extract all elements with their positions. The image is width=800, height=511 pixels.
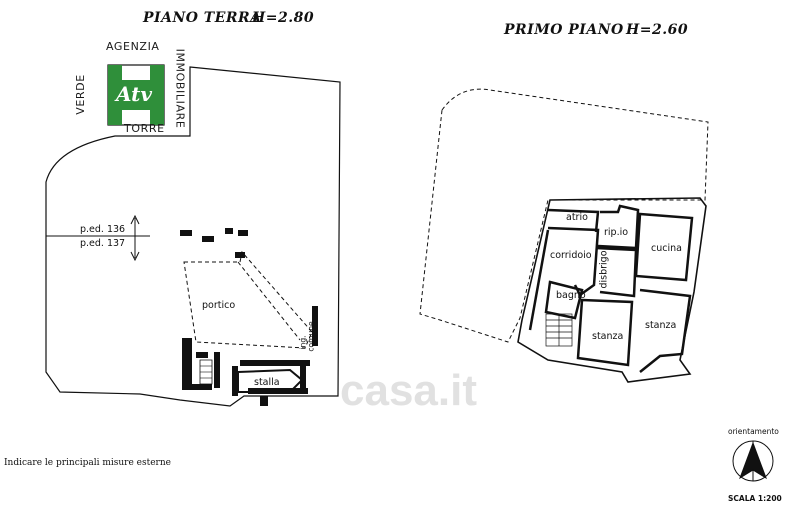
logo-left-text: VERDE [73,74,87,115]
arrow-head-up [130,214,140,225]
portico-dashed-area [183,250,313,349]
first-floor-building [517,197,707,383]
first-floor-stair [545,313,573,347]
ground-floor-boundary [45,66,341,407]
room-stalla: stalla [254,377,280,388]
logo-bottom-text: TORRE [124,122,165,135]
room-ripostiglio: rip.io [604,227,629,238]
ground-stair [199,359,213,385]
first-floor-boundary [419,88,709,343]
logo-green-mark [108,65,164,125]
ped-137-label: p.ed. 137 [80,238,126,249]
stalla-room [237,368,304,393]
orientation-label: orientamento [728,427,779,436]
north-compass [732,440,774,482]
logo-mark-text: Atv [116,82,153,106]
room-atrio: atrio [566,212,588,223]
room-bagno: bagno [556,290,586,301]
ground-floor-height: H=2.80 [252,10,315,26]
logo-top-text: AGENZIA [106,40,160,53]
room-ing-comune-2: comune [306,321,316,352]
first-floor-walls [528,204,694,373]
ped-136-label: p.ed. 136 [80,224,126,235]
first-floor-height: H=2.60 [626,22,689,38]
room-portico: portico [202,300,236,311]
ground-floor-walls [180,228,318,406]
logo-right-text: IMMOBILIARE [173,48,187,129]
scale-label: SCALA 1:200 [728,494,782,503]
room-disbrigo: disbrigo [598,250,610,289]
room-stanza-1: stanza [592,331,624,342]
room-corridoio: corridoio [550,250,592,261]
room-stanza-2: stanza [645,320,677,331]
watermark: casa.it [340,366,477,415]
agency-logo [107,64,165,126]
note-text: Indicare le principali misure esterne [4,458,171,468]
portico-dashed-diagonal [237,261,301,341]
room-cucina: cucina [651,243,682,254]
first-floor-title: PRIMO PIANO [504,22,624,38]
arrow-head-down [130,251,140,262]
ground-floor-title: PIANO TERRA [143,10,262,26]
